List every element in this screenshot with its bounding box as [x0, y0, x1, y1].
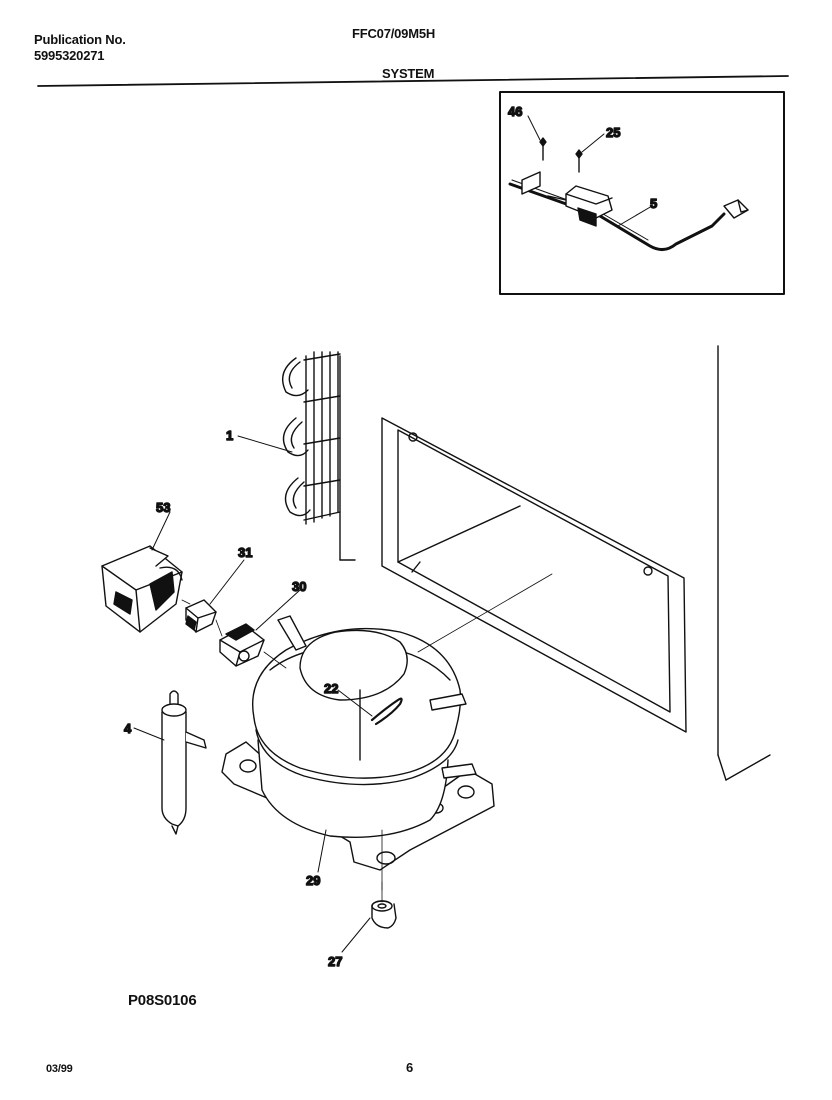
- callout-4: 4: [124, 721, 132, 736]
- assembly-lines: [181, 573, 553, 903]
- callout-53: 53: [156, 500, 170, 515]
- inset-detail: [499, 91, 785, 295]
- grommet: [371, 900, 397, 929]
- callout-31: 31: [238, 545, 252, 560]
- filter-drier: [161, 690, 207, 835]
- overload-protector: [185, 599, 217, 633]
- relay-cover: [101, 545, 183, 633]
- compressor: [221, 615, 495, 871]
- page-number: 6: [406, 1060, 414, 1075]
- callout-29: 29: [306, 873, 320, 888]
- callout-5: 5: [650, 196, 657, 211]
- publication-label: Publication No.: [34, 32, 126, 47]
- callout-46: 46: [508, 104, 522, 119]
- cabinet-frame: [381, 417, 687, 733]
- header-rule: [37, 75, 789, 87]
- callout-25: 25: [606, 125, 620, 140]
- callout-22: 22: [324, 681, 338, 696]
- callout-1: 1: [226, 428, 233, 443]
- footer-date: 03/99: [46, 1063, 73, 1075]
- publication-number: 5995320271: [34, 48, 105, 63]
- relay: [219, 623, 265, 667]
- callout-27: 27: [328, 954, 342, 969]
- diagram-code: P08S0106: [128, 992, 197, 1009]
- cabinet-outline: [339, 345, 771, 781]
- model-number: FFC07/09M5H: [352, 26, 436, 41]
- callout-30: 30: [292, 579, 306, 594]
- section-title: SYSTEM: [382, 66, 435, 81]
- leader-lines: [133, 115, 653, 953]
- condenser-coil: [282, 351, 341, 525]
